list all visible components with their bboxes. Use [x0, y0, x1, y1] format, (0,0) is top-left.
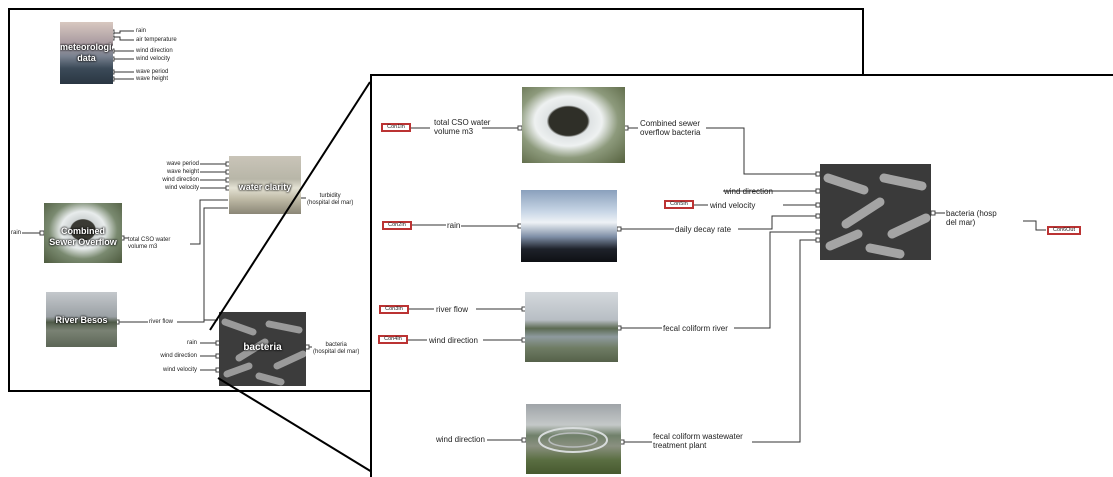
treatment-plant-node[interactable] [526, 404, 621, 474]
bacteria-submodel-panel [370, 74, 1113, 477]
river-out-flow: river flow [149, 319, 174, 325]
label-cso-bacteria: Combined sewer overflow bacteria [640, 119, 701, 138]
label-bacteria-hosp: bacteria (hosp del mar) [946, 209, 997, 228]
treatment-plant-photo-icon [538, 427, 608, 453]
connector-con1-in[interactable]: Con1In [381, 123, 411, 132]
meteorological-data-node[interactable]: meteorologica data [60, 22, 113, 84]
met-out-air-temperature: air temperature [136, 37, 177, 43]
river-node-caption: River Besos [55, 315, 108, 325]
label-cso-volume: total CSO water volume m3 [434, 118, 491, 137]
met-out-rain: rain [136, 28, 147, 34]
river-besos-node[interactable]: River Besos [46, 292, 117, 347]
connector-con2-in[interactable]: Con2In [382, 221, 412, 230]
connector-con6-out[interactable]: Con6Out [1047, 226, 1081, 235]
combined-sewer-overflow-node[interactable]: Combined Sewer Overflow [44, 203, 122, 263]
cso-out-volume: total CSO water volume m3 [128, 237, 171, 250]
bacteria-out-label: bacteria (hospital del mar) [313, 342, 360, 355]
met-node-caption: meteorologica data [60, 42, 113, 63]
label-wind-velocity: wind velocity [710, 201, 756, 210]
bacteria-node-caption: bacteria [243, 342, 282, 353]
label-fecal-coliform-wwtp: fecal coliform wastewater treatment plan… [653, 432, 743, 451]
connector-con5-in[interactable]: Con5In [664, 200, 694, 209]
label-river-flow: river flow [436, 305, 469, 314]
bacteria-node[interactable]: bacteria [219, 312, 306, 386]
river-node[interactable] [525, 292, 618, 362]
met-out-wave-height: wave height [136, 76, 169, 82]
label-rain: rain [447, 221, 461, 230]
label-wind-direction: wind direction [724, 187, 773, 196]
clarity-in-wave-height: wave height [166, 169, 199, 175]
sewer-pipe-node[interactable] [522, 87, 625, 163]
water-clarity-node[interactable]: water clarity [229, 156, 301, 214]
bacteria-microscope-icon [221, 318, 306, 386]
connector-con4-in[interactable]: Con4In [378, 335, 408, 344]
cso-node-caption: Combined Sewer Overflow [49, 226, 117, 247]
met-out-wave-period: wave period [136, 69, 169, 75]
label-daily-decay-rate: daily decay rate [675, 225, 732, 234]
connector-con3-in[interactable]: Con3In [379, 305, 409, 314]
bacteria-in-wind-velocity: wind velocity [162, 367, 197, 373]
label-fecal-coliform-river: fecal coliform river [663, 324, 728, 333]
clarity-in-wind-velocity: wind velocity [164, 185, 199, 191]
clarity-out-turbidity: turbidity (hospital del mar) [307, 193, 354, 206]
sky-sunrays-node[interactable] [521, 190, 617, 262]
bacteria-in-rain: rain [186, 340, 197, 346]
bacteria-microscope-icon [823, 173, 931, 259]
label-wwtp-wind-direction: wind direction [436, 435, 485, 444]
label-river-wind-direction: wind direction [429, 336, 478, 345]
cso-in-rain: rain [11, 230, 22, 236]
met-out-wind-velocity: wind velocity [136, 56, 171, 62]
bacteria-in-wind-direction: wind direction [160, 353, 197, 359]
bacteria-output-node[interactable] [820, 164, 931, 260]
clarity-in-wind-direction: wind direction [162, 177, 199, 183]
clarity-node-caption: water clarity [238, 182, 292, 192]
clarity-in-wave-period: wave period [166, 161, 199, 167]
met-out-wind-direction: wind direction [136, 48, 173, 54]
